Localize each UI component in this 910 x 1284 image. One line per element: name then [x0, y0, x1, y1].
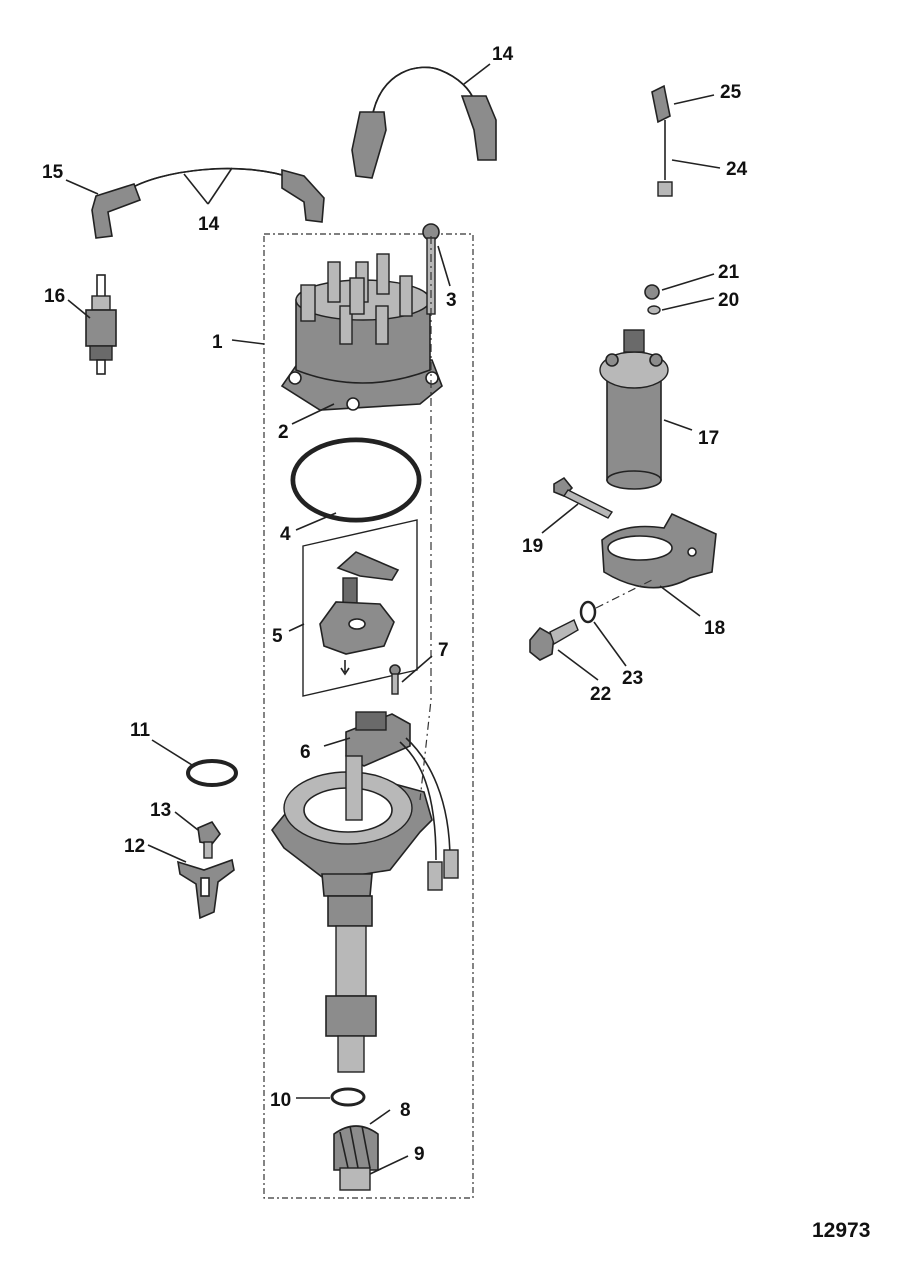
clamp-bolt [197, 821, 221, 859]
hold-down-clamp [176, 858, 235, 920]
cap-gasket [290, 437, 422, 523]
spark-plug [85, 274, 117, 375]
leader-lines [65, 63, 721, 1175]
callout-9: 9 [414, 1144, 425, 1165]
callout-4: 4 [280, 524, 291, 545]
callout-12: 12 [124, 836, 145, 857]
callout-17: 17 [698, 428, 719, 449]
callout-7: 7 [438, 640, 449, 661]
callout-24: 24 [726, 159, 748, 180]
callout-23: 23 [622, 668, 643, 689]
callout-6: 6 [300, 742, 311, 763]
callout-14-left: 14 [198, 214, 220, 235]
callout-14-top: 14 [492, 44, 514, 65]
callout-2: 2 [278, 422, 289, 443]
module-screw [389, 664, 401, 695]
ignition-coil [599, 329, 669, 490]
spark-plug-wire-top [351, 66, 497, 179]
callout-5: 5 [272, 626, 283, 647]
drive-gear [333, 1125, 379, 1191]
distributor-housing [271, 755, 433, 1073]
callout-25: 25 [720, 82, 742, 103]
coil-bracket [601, 512, 717, 589]
assembly-boundary-box [263, 233, 474, 1199]
callout-1: 1 [212, 332, 223, 353]
bracket-bolt [529, 619, 579, 661]
ground-strap [651, 84, 673, 197]
callout-15: 15 [42, 162, 64, 183]
callout-13: 13 [150, 800, 171, 821]
lock-washer [579, 600, 597, 624]
figure-number: 12973 [812, 1219, 870, 1242]
callout-labels: 1 2 3 4 5 6 7 8 9 10 11 12 13 14 14 15 1… [42, 44, 748, 1165]
bracket-centerline [595, 579, 653, 609]
callout-20: 20 [718, 290, 739, 311]
spark-plug-wire-left [91, 167, 325, 239]
shaft-washer [330, 1087, 366, 1107]
callout-16: 16 [44, 286, 65, 307]
callout-11: 11 [130, 720, 151, 741]
callout-10: 10 [270, 1090, 291, 1111]
callout-19: 19 [522, 536, 543, 557]
callout-3: 3 [446, 290, 457, 311]
callout-21: 21 [718, 262, 740, 283]
ignition-module [345, 711, 459, 891]
callout-18: 18 [704, 618, 725, 639]
base-gasket [186, 759, 238, 787]
coil-nut-washer [644, 284, 661, 315]
callout-22: 22 [590, 684, 611, 705]
coil-bolt [553, 476, 614, 519]
assembly-centerline [419, 236, 432, 801]
callout-8: 8 [400, 1100, 411, 1121]
distributor-cap [280, 253, 443, 411]
